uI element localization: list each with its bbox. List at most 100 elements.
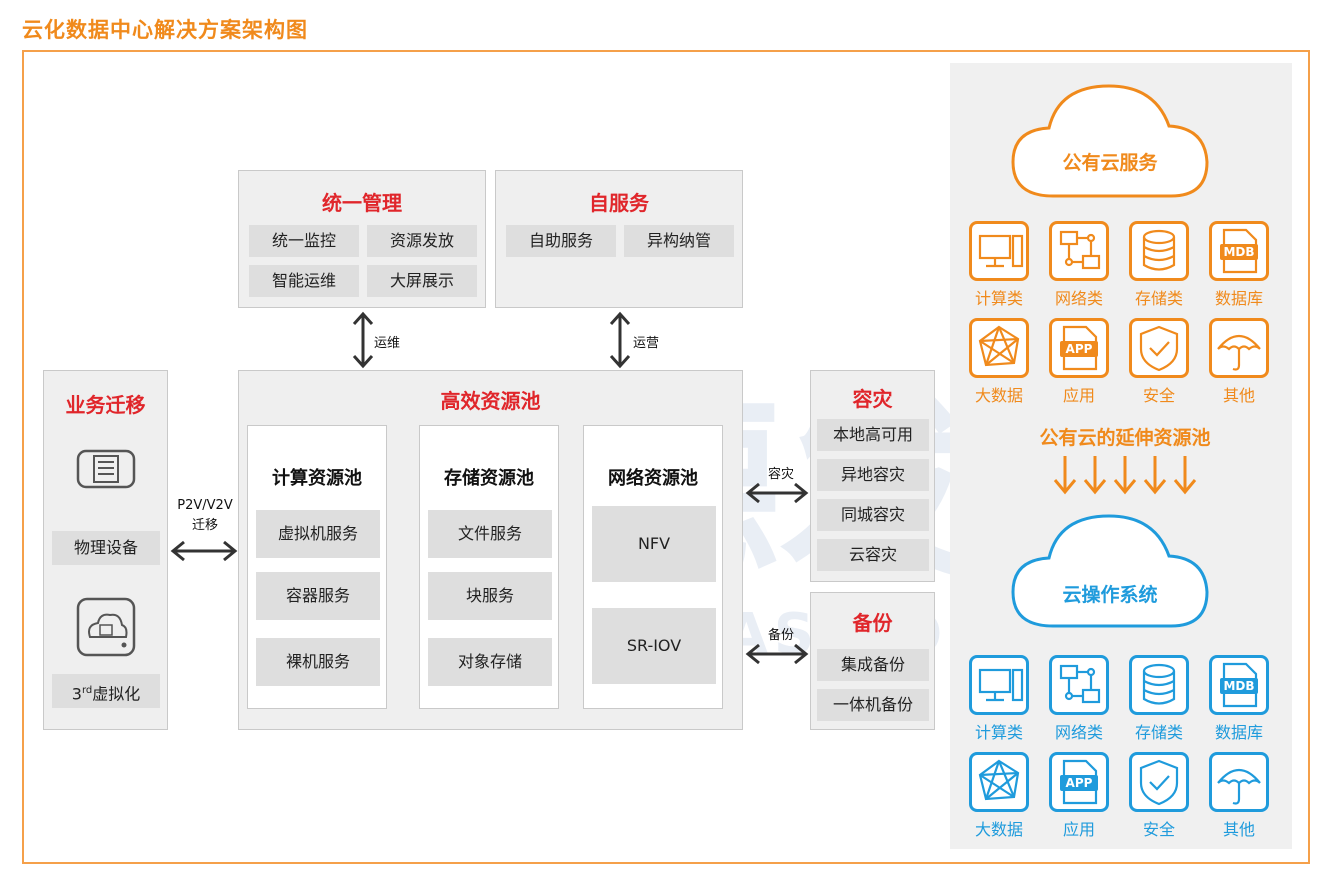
umbrella-tile	[1209, 752, 1269, 812]
tile-label: 应用	[1062, 386, 1095, 405]
backup-label: 备份	[767, 628, 794, 643]
chip-physical-device: 物理设备	[52, 531, 160, 565]
chip-heterogeneous: 异构纳管	[624, 225, 734, 257]
app-icon: APP	[1060, 325, 1098, 371]
computer-icon	[978, 668, 1024, 702]
p2v-arrow	[170, 540, 238, 562]
database-tile	[1129, 655, 1189, 715]
umbrella-tile	[1209, 318, 1269, 378]
compute-pool: 计算资源池 虚拟机服务 容器服务 裸机服务	[247, 425, 387, 709]
network-icon	[1059, 230, 1101, 270]
mdb-tile: MDB	[1209, 221, 1269, 281]
tile-label: 计算类	[974, 289, 1023, 308]
migrate-label: 迁移	[191, 518, 218, 533]
app-icon: APP	[1060, 759, 1098, 805]
tile-label: 数据库	[1214, 289, 1263, 308]
chip-container-service: 容器服务	[256, 572, 380, 620]
tile-label: 安全	[1142, 820, 1175, 839]
tile-label: 安全	[1142, 386, 1175, 405]
cloud-os-shape	[1011, 514, 1209, 628]
chip-resource-provisioning: 资源发放	[367, 225, 477, 257]
virt-prefix: 3	[71, 684, 82, 704]
chip-file-service: 文件服务	[428, 510, 552, 558]
compute-pool-title: 计算资源池	[272, 468, 362, 489]
network-icon	[1059, 664, 1101, 704]
unified-management-title: 统一管理	[322, 191, 402, 215]
extension-pool-title: 公有云的延伸资源池	[1039, 427, 1211, 449]
virtualization-icon	[76, 597, 136, 657]
operate-arrow	[609, 311, 631, 369]
disaster-recovery-title: 容灾	[852, 387, 893, 411]
bigdata-icon	[978, 759, 1020, 801]
bigdata-icon	[978, 325, 1020, 367]
chip-third-party-virtualization: 3rd虚拟化	[52, 674, 160, 708]
tile-label: 计算类	[974, 723, 1023, 742]
svg-text:APP: APP	[1066, 342, 1093, 356]
backup-title: 备份	[852, 611, 893, 635]
virt-superscript: rd	[81, 685, 93, 696]
diagram-frame	[22, 50, 1310, 864]
chip-remote-dr: 异地容灾	[817, 459, 929, 491]
ops-arrow	[352, 311, 374, 369]
down-arrows	[1053, 456, 1197, 495]
umbrella-icon	[1217, 334, 1261, 371]
tile-label: 存储类	[1134, 289, 1183, 308]
chip-same-city-dr: 同城容灾	[817, 499, 929, 531]
tile-label: 存储类	[1134, 723, 1183, 742]
computer-icon	[978, 234, 1024, 268]
dr-label: 容灾	[767, 467, 794, 482]
svg-text:APP: APP	[1066, 776, 1093, 790]
chip-block-service: 块服务	[428, 572, 552, 620]
chip-nfv: NFV	[592, 506, 716, 582]
chip-sr-iov: SR-IOV	[592, 608, 716, 684]
storage-pool: 存储资源池 文件服务 块服务 对象存储	[419, 425, 559, 709]
network-tile	[1049, 221, 1109, 281]
umbrella-icon	[1217, 768, 1261, 805]
app-tile: APP	[1049, 318, 1109, 378]
tile-label: 其他	[1222, 820, 1255, 839]
resource-pool-panel: 高效资源池 计算资源池 虚拟机服务 容器服务 裸机服务 存储资源池 文件服务 块…	[238, 370, 743, 730]
chip-big-screen: 大屏展示	[367, 265, 477, 297]
migration-title: 业务迁移	[65, 393, 146, 417]
svg-text:MDB: MDB	[1223, 245, 1254, 259]
tile-label: 数据库	[1214, 723, 1263, 742]
shield-tile	[1129, 752, 1189, 812]
public-cloud-title: 公有云服务	[1062, 152, 1158, 174]
chip-monitoring: 统一监控	[249, 225, 359, 257]
storage-pool-title: 存储资源池	[444, 468, 534, 489]
shield-icon	[1139, 759, 1179, 806]
computer-tile	[969, 655, 1029, 715]
chip-object-storage: 对象存储	[428, 638, 552, 686]
chip-smart-ops: 智能运维	[249, 265, 359, 297]
network-tile	[1049, 655, 1109, 715]
self-service-title: 自服务	[589, 191, 649, 215]
self-service-panel: 自服务 自助服务 异构纳管	[495, 170, 743, 308]
network-pool: 网络资源池 NFV SR-IOV	[583, 425, 723, 709]
public-cloud-shape	[1011, 84, 1209, 198]
cloud-os-title: 云操作系统	[1062, 584, 1158, 606]
chip-self-service: 自助服务	[506, 225, 616, 257]
network-pool-title: 网络资源池	[608, 468, 698, 489]
operate-label: 运营	[633, 336, 660, 351]
tile-label: 其他	[1222, 386, 1255, 405]
app-tile: APP	[1049, 752, 1109, 812]
unified-management-panel: 统一管理 统一监控 资源发放 智能运维 大屏展示	[238, 170, 486, 308]
backup-arrow	[745, 643, 809, 665]
migration-panel: 业务迁移 物理设备 3rd虚拟化	[43, 370, 168, 730]
ops-label: 运维	[374, 336, 401, 351]
tile-label: 大数据	[974, 386, 1023, 405]
dr-arrow	[745, 482, 809, 504]
chip-vm-service: 虚拟机服务	[256, 510, 380, 558]
backup-panel: 备份 集成备份 一体机备份	[810, 592, 935, 730]
tile-label: 网络类	[1054, 289, 1103, 308]
resource-pool-title: 高效资源池	[440, 389, 541, 413]
shield-icon	[1139, 325, 1179, 372]
server-icon	[76, 449, 136, 489]
chip-bare-metal-service: 裸机服务	[256, 638, 380, 686]
tile-label: 大数据	[974, 820, 1023, 839]
virt-suffix: 虚拟化	[92, 684, 141, 704]
tile-label: 应用	[1062, 820, 1095, 839]
chip-cloud-dr: 云容灾	[817, 539, 929, 571]
database-icon	[1142, 229, 1176, 271]
database-icon	[1142, 663, 1176, 705]
